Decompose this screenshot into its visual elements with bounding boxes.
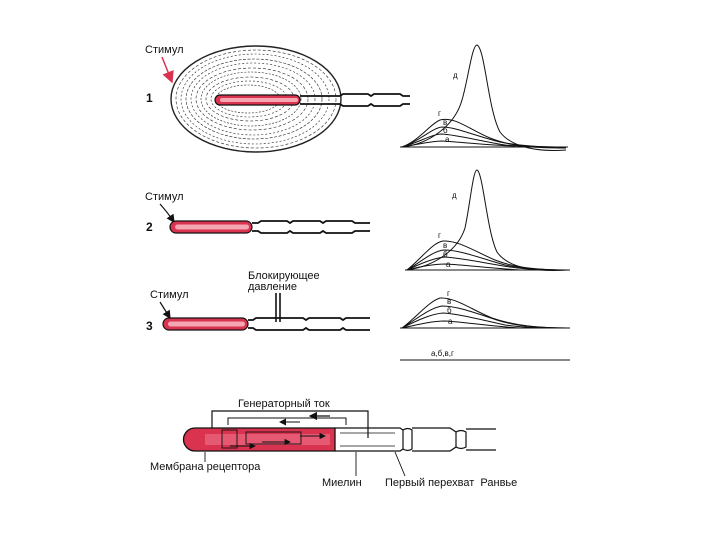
curve-label-a-1: а	[445, 135, 450, 144]
curve-label-d-1: д	[453, 71, 458, 80]
generator-current-diagram: Генераторный ток Мембрана рецептора	[150, 398, 517, 489]
stimulus-arrow-1	[162, 57, 172, 82]
myelin-sheath	[335, 428, 496, 451]
stimulus-label-2: Стимул	[145, 191, 184, 203]
stimulus-arrow-2	[160, 204, 174, 222]
potential-traces-3	[400, 298, 570, 328]
curve-label-v-2: в	[443, 241, 447, 250]
panel-1: Стимул 1	[145, 44, 568, 152]
pressure-label-line2: давление	[248, 281, 297, 293]
curve-label-a-2: а	[446, 260, 451, 269]
panel-2: Стимул 2 д г в б а	[145, 170, 570, 270]
panel-number-3: 3	[146, 319, 153, 333]
potential-traces-2	[405, 170, 570, 270]
myelinated-axon-2	[252, 221, 370, 233]
first-node-label: Первый перехват Ранвье	[385, 477, 517, 489]
flat-trace-label: а,б,в,г	[431, 349, 454, 358]
stimulus-label-3: Стимул	[150, 289, 189, 301]
curve-label-g-2: г	[438, 231, 441, 240]
curve-label-b-2: б	[443, 250, 448, 259]
generator-current-label: Генераторный ток	[238, 398, 330, 410]
myelinated-axon-1	[300, 94, 410, 106]
stimulus-arrow-3	[160, 302, 170, 318]
panel-number-2: 2	[146, 220, 153, 234]
potential-traces-1	[400, 45, 568, 150]
curve-label-a-3: а	[448, 317, 453, 326]
curve-label-v-3: в	[447, 297, 451, 306]
panel-3: Стимул 3 Блокирующее давление г в б а а,…	[146, 270, 570, 360]
curve-label-d-2: д	[452, 191, 457, 200]
curve-label-g-1: г	[438, 109, 441, 118]
myelinated-axon-3	[248, 318, 370, 330]
panel-number-1: 1	[146, 91, 153, 105]
stimulus-label-1: Стимул	[145, 44, 184, 56]
curve-label-b-1: б	[443, 126, 448, 135]
receptor-membrane-label: Мембрана рецептора	[150, 461, 261, 473]
curve-label-b-3: б	[447, 306, 452, 315]
myelin-label: Миелин	[322, 477, 362, 489]
